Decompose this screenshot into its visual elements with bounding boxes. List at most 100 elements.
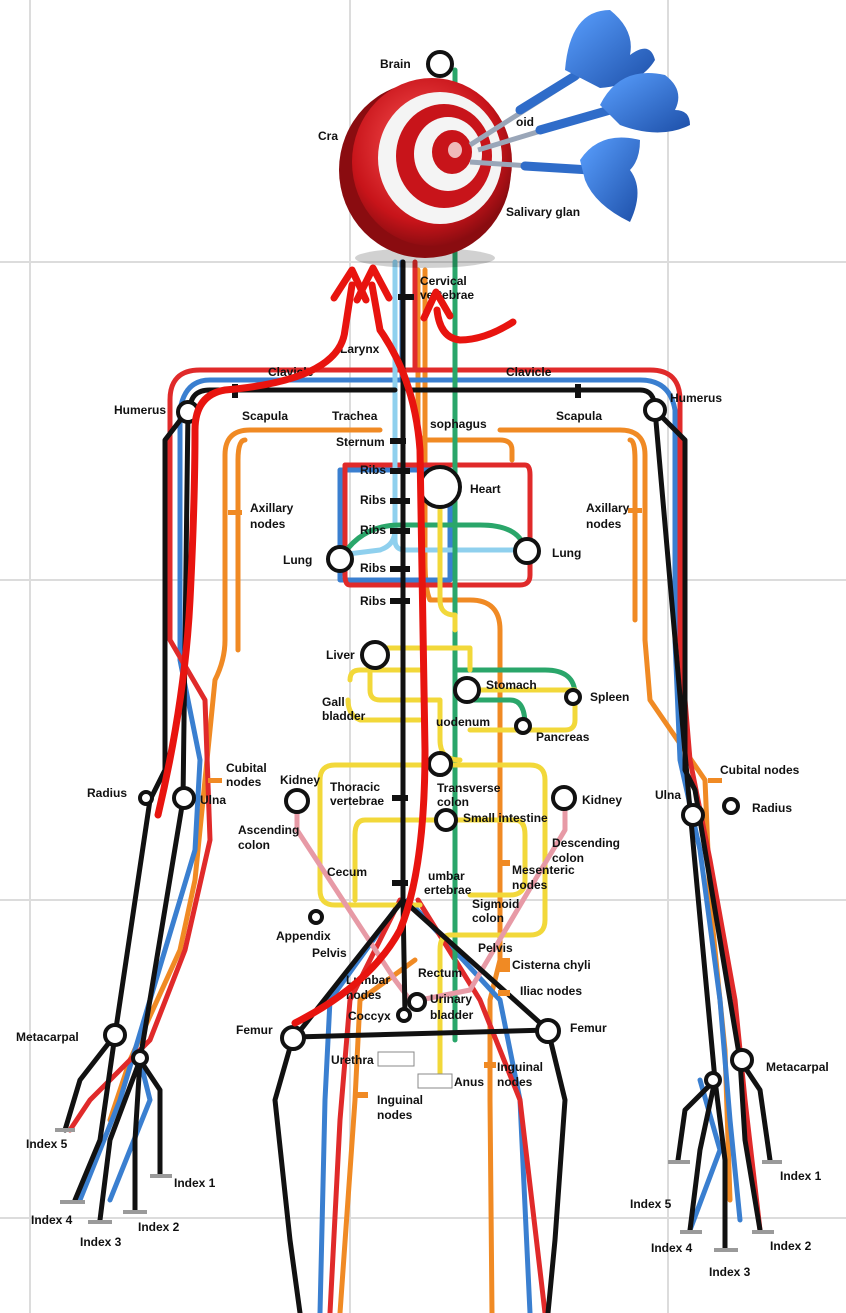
label-ulna-right: Ulna [655,788,681,802]
label-axillary-right-2: nodes [586,517,622,531]
label-index1-left: Index 1 [174,1176,216,1190]
label-inguinal-right-1: Inguinal [497,1060,543,1074]
label-index5-left: Index 5 [26,1137,68,1151]
label-thoracic-2: vertebrae [330,794,384,808]
label-small-intestine: Small intestine [463,811,548,825]
label-pancreas: Pancreas [536,730,590,744]
humerus-right-station [645,400,665,420]
label-radius-left: Radius [87,786,127,800]
label-urinary-1: Urinary [430,992,472,1006]
label-humerus-left: Humerus [114,403,166,417]
label-ascending-1: Ascending [238,823,299,837]
pancreas-station [516,719,530,733]
label-pelvis-left: Pelvis [312,946,347,960]
label-scapula-right: Scapula [556,409,602,423]
dart-icon [478,73,690,150]
label-heart: Heart [470,482,501,496]
label-cubital-left-1: Cubital [226,761,267,775]
label-index2-left: Index 2 [138,1220,180,1234]
urinary-bladder-station [409,994,425,1010]
metacarpal-left-station [105,1025,125,1045]
label-urinary-2: bladder [430,1008,474,1022]
small-intestine-station [436,810,456,830]
label-sigmoid-1: Sigmoid [472,897,519,911]
label-brain: Brain [380,57,411,71]
metacarpal-right-2-station [706,1073,720,1087]
label-index3-left: Index 3 [80,1235,122,1249]
metacarpal-right-station [732,1050,752,1070]
label-transverse-2: colon [437,795,469,809]
ulna-right-station [683,805,703,825]
urethra-terminal [378,1052,414,1066]
label-index4-right: Index 4 [651,1241,693,1255]
label-kidney-right: Kidney [582,793,622,807]
label-sternum: Sternum [336,435,385,449]
ulna-left-station [174,788,194,808]
label-femur-left: Femur [236,1023,273,1037]
label-spleen: Spleen [590,690,629,704]
label-lung-right: Lung [552,546,581,560]
label-lung-left: Lung [283,553,312,567]
label-urethra: Urethra [331,1053,374,1067]
label-axillary-left-1: Axillary [250,501,294,515]
label-ribs-3: Ribs [360,523,386,537]
spleen-station [566,690,580,704]
label-coccyx: Coccyx [348,1009,391,1023]
label-esophagus: sophagus [430,417,487,431]
label-kidney-left: Kidney [280,773,320,787]
femur-right-station [537,1020,559,1042]
stomach-station [455,678,479,702]
label-ribs-4: Ribs [360,561,386,575]
label-trachea: Trachea [332,409,378,423]
label-metacarpal-left: Metacarpal [16,1030,79,1044]
label-inguinal-left-2: nodes [377,1108,413,1122]
label-iliac: Iliac nodes [520,984,582,998]
label-gall-2: bladder [322,709,366,723]
metacarpal-left-2-station [133,1051,147,1065]
label-index3-right: Index 3 [709,1265,751,1279]
label-cisterna: Cisterna chyli [512,958,591,972]
label-clavicle-right: Clavicle [506,365,552,379]
label-thoracic-1: Thoracic [330,780,380,794]
label-ribs-2: Ribs [360,493,386,507]
label-ascending-2: colon [238,838,270,852]
label-descending-1: Descending [552,836,620,850]
label-inguinal-left-1: Inguinal [377,1093,423,1107]
label-cervical-1: Cervical [420,274,467,288]
label-index2-right: Index 2 [770,1239,812,1253]
label-ribs-1: Ribs [360,463,386,477]
label-ulna-left: Ulna [200,793,226,807]
label-cra: Cra [318,129,338,143]
label-rectum: Rectum [418,966,462,980]
label-index4-left: Index 4 [31,1213,73,1227]
kidney-right-station [553,787,575,809]
label-cecum: Cecum [327,865,367,879]
femur-left-station [282,1027,304,1049]
transverse-colon-station [429,753,451,775]
coccyx-station [398,1009,410,1021]
label-mesenteric-1: Mesenteric [512,863,575,877]
appendix-station [310,911,322,923]
label-index5-right: Index 5 [630,1197,672,1211]
anus-terminal [418,1074,452,1088]
lung-right-station [515,539,539,563]
radius-right-station [724,799,738,813]
label-larynx: Larynx [340,342,380,356]
dartboard-target-icon [339,78,512,268]
label-inguinal-right-2: nodes [497,1075,533,1089]
label-pelvis-right: Pelvis [478,941,513,955]
kidney-left-station [286,790,308,812]
label-lumbar-vert-1: umbar [428,869,465,883]
label-transverse-1: Transverse [437,781,501,795]
label-stomach: Stomach [486,678,537,692]
label-humerus-right: Humerus [670,391,722,405]
lung-left-station [328,547,352,571]
label-cubital-right: Cubital nodes [720,763,800,777]
label-axillary-left-2: nodes [250,517,286,531]
label-axillary-right-1: Axillary [586,501,630,515]
label-appendix: Appendix [276,929,331,943]
radius-left-station [140,792,152,804]
label-liver: Liver [326,648,355,662]
